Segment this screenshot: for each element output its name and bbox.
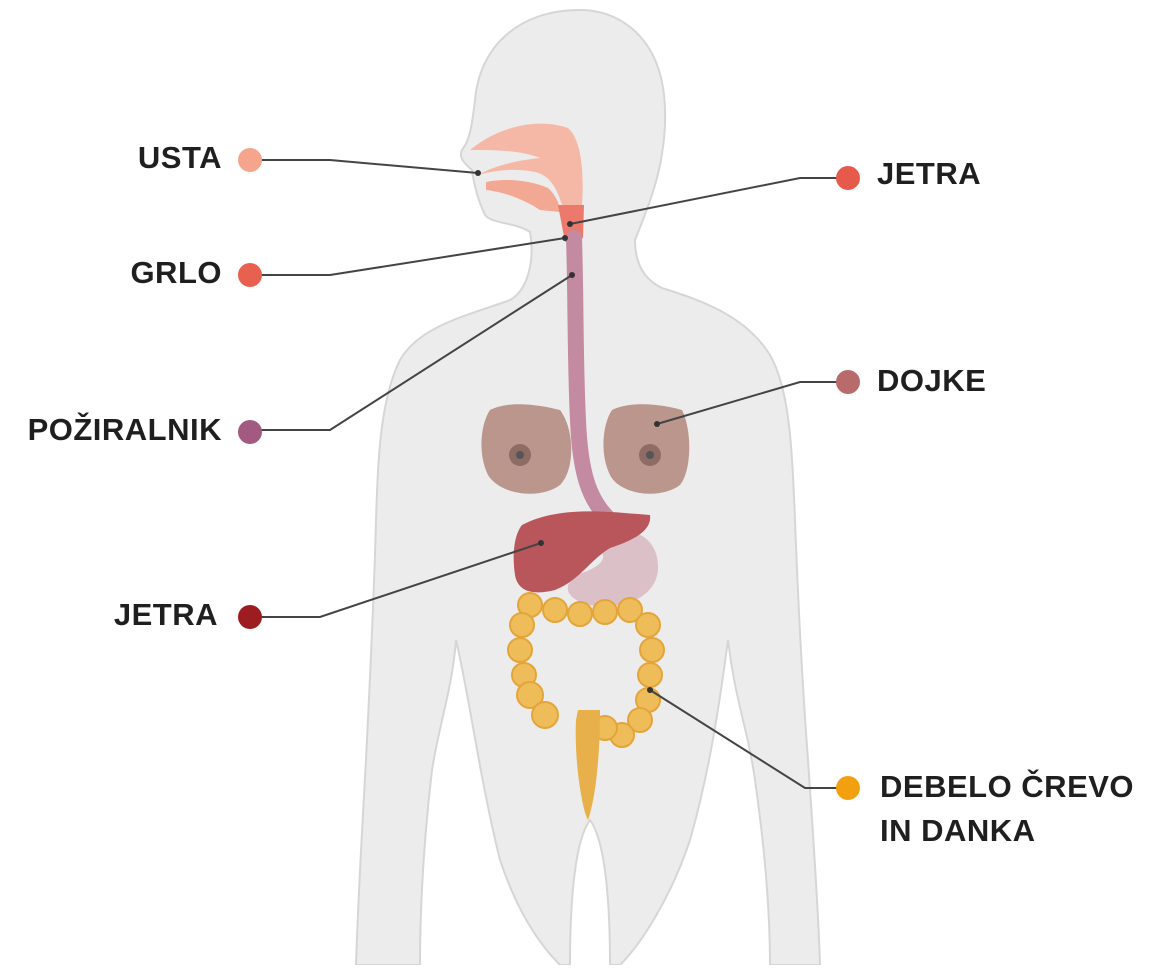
label-liver-left: JETRA xyxy=(60,595,218,635)
colon-marker xyxy=(836,776,860,800)
larynx-marker xyxy=(836,166,860,190)
label-colon-line2: IN DANKA xyxy=(880,811,1036,851)
leader-mouth xyxy=(260,160,478,173)
label-throat: GRLO xyxy=(60,253,222,293)
label-larynx: JETRA xyxy=(877,154,981,194)
mouth-marker xyxy=(238,148,262,172)
leader-throat xyxy=(260,238,565,275)
label-mouth: USTA xyxy=(60,138,222,178)
breast-left xyxy=(481,404,571,493)
label-esophagus: POŽIRALNIK xyxy=(0,410,222,450)
label-breasts: DOJKE xyxy=(877,361,986,401)
breasts-marker xyxy=(836,370,860,394)
esophagus-marker xyxy=(238,420,262,444)
throat-marker xyxy=(238,263,262,287)
label-colon-line1: DEBELO ČREVO xyxy=(880,767,1134,807)
liver-left-marker xyxy=(238,605,262,629)
